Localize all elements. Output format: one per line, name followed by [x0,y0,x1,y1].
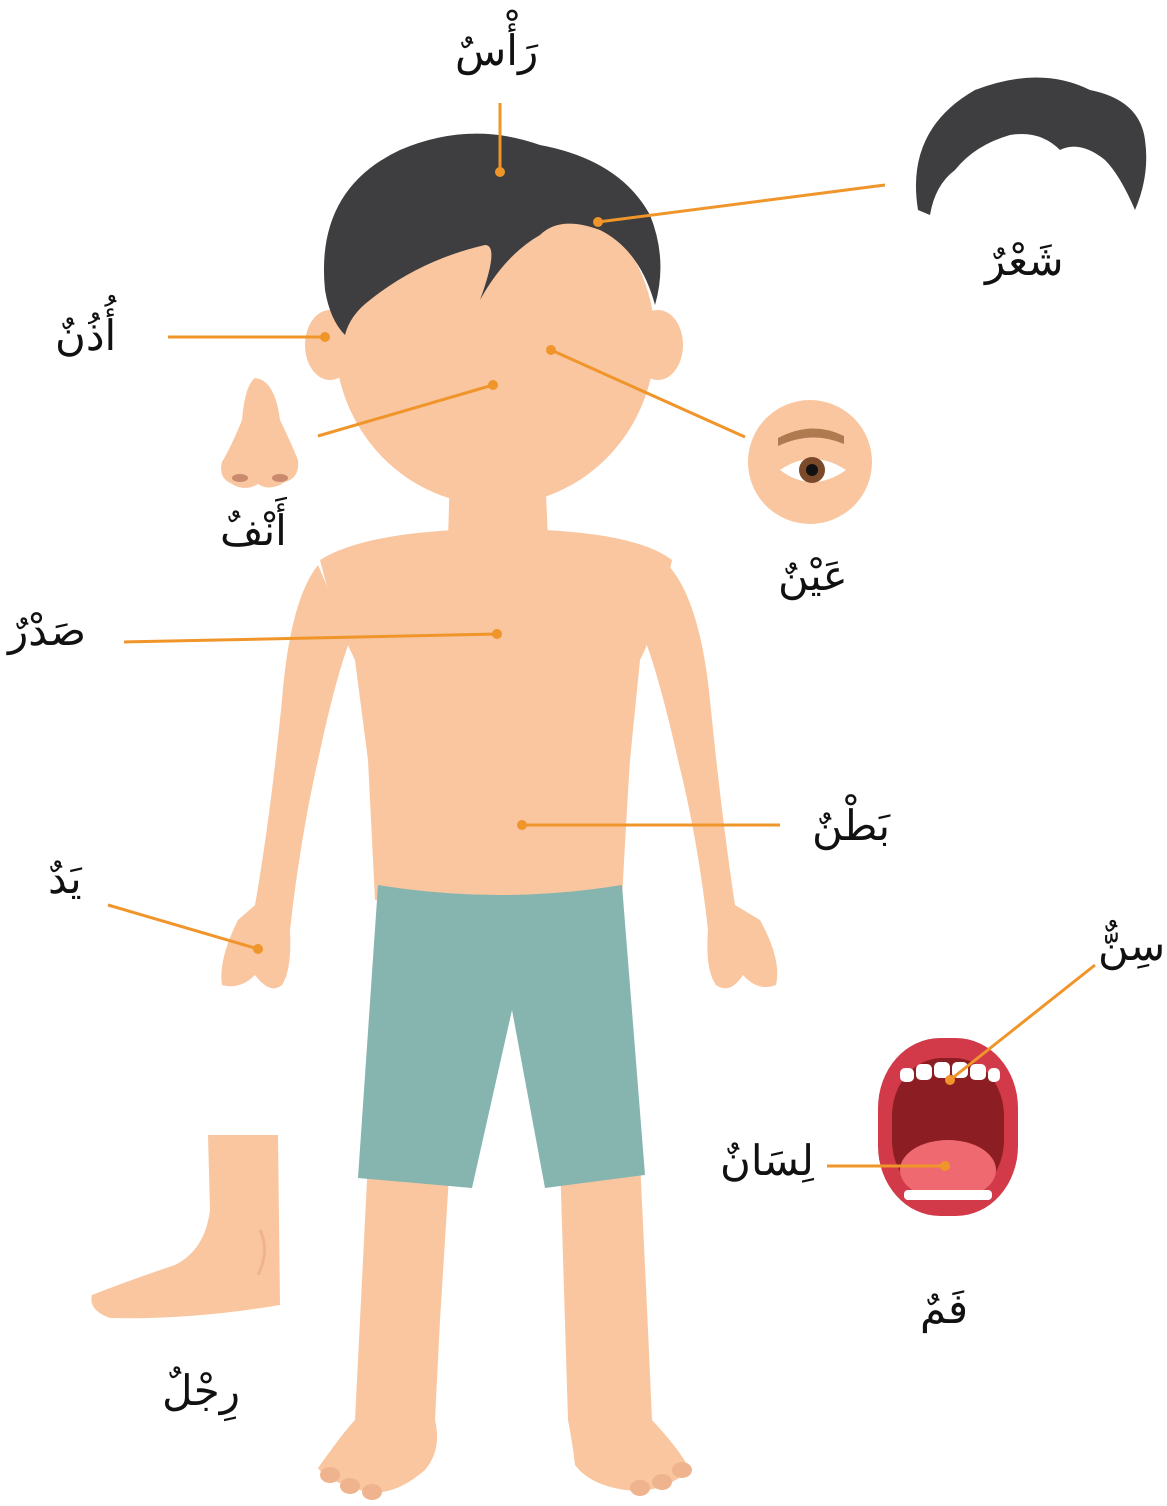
label-eye: عَيْنٌ [778,555,848,597]
label-chest: صَدْرٌ [8,610,86,652]
label-belly: بَطْنٌ [812,805,890,847]
label-nose: أَنْفٌ [220,510,287,552]
label-tongue: لِسَانٌ [720,1140,814,1182]
mouth-picture [878,1038,1018,1216]
leader-tooth [950,965,1095,1080]
boy-torso [320,530,672,900]
label-tooth: سِنٌّ [1098,925,1165,967]
boy-right-arm [645,565,777,988]
foot-picture [91,1135,280,1318]
nose-picture [221,378,298,488]
hair-picture [916,78,1146,216]
label-mouth: فَمٌ [920,1288,968,1330]
boy-shorts [358,885,645,1188]
boy-figure [221,134,777,1500]
boy-right-leg [560,1160,690,1491]
label-hair: شَعْرٌ [985,240,1064,282]
eye-picture [748,400,872,524]
boy-left-arm [221,565,350,988]
label-head: رَأْسٌ [455,30,538,72]
label-ear: أُذُنٌ [55,315,116,357]
label-leg: رِجْلٌ [162,1370,240,1412]
boy-left-leg [318,1160,450,1493]
label-hand: يَدٌ [48,858,82,900]
